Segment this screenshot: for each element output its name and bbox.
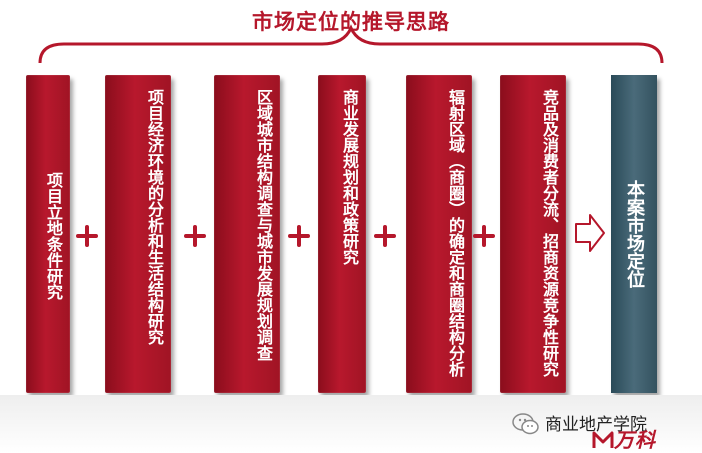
plus-icon-2 [184, 225, 206, 247]
step-competition: 竞品及消费者分流、招商资源竞争性研究 [500, 75, 566, 393]
plus-icon-4 [374, 225, 396, 247]
top-brace [38, 24, 664, 64]
plus-icon-5 [473, 225, 495, 247]
step-trade-area: 辐射区域（商圈）的确定和商圈结构分析 [406, 75, 472, 393]
step-economic-environment: 项目经济环境的分析和生活结构研究 [105, 75, 171, 393]
watermark-account-name: 商业地产学院 [545, 415, 647, 435]
brand-name: 万科 [614, 428, 656, 452]
step-label: 项目经济环境的分析和生活结构研究 [145, 89, 164, 345]
step-site-conditions: 项目立地条件研究 [26, 75, 70, 393]
wechat-icon [512, 413, 539, 435]
plus-icon-1 [76, 225, 98, 247]
step-label: 竞品及消费者分流、招商资源竞争性研究 [540, 89, 559, 377]
step-label: 商业发展规划和政策研究 [340, 89, 359, 265]
plus-icon-3 [288, 225, 310, 247]
result-label: 本案市场定位 [624, 180, 645, 288]
arrow-right-icon [575, 214, 605, 252]
brand-logo-icon [592, 431, 614, 448]
step-commercial-policy: 商业发展规划和政策研究 [318, 75, 366, 393]
step-label: 辐射区域（商圈）的确定和商圈结构分析 [446, 89, 465, 377]
step-label: 区域城市结构调查与城市发展规划调查 [254, 89, 273, 361]
step-label: 项目立地条件研究 [44, 172, 63, 300]
floor-shadow [0, 395, 702, 453]
result-market-positioning: 本案市场定位 [611, 75, 657, 393]
step-urban-structure: 区域城市结构调查与城市发展规划调查 [214, 75, 280, 393]
